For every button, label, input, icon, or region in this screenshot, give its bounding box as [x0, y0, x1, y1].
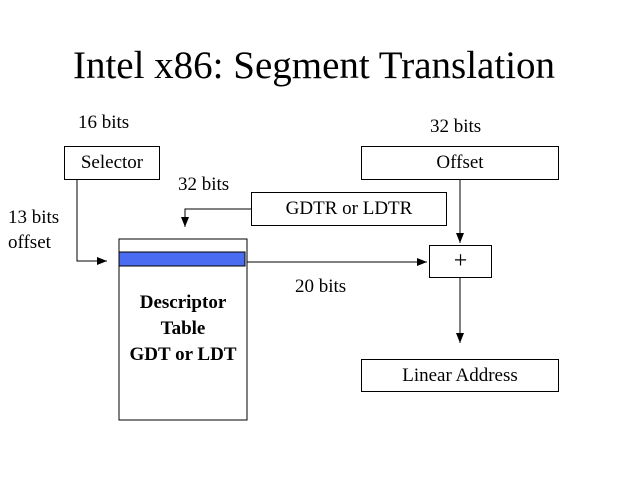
descriptor-label-line1: Descriptor — [139, 292, 227, 313]
descriptor-label-line2: Table — [160, 318, 206, 339]
descriptor-entry — [118, 251, 246, 267]
descriptor-table — [118, 238, 248, 421]
table-bits-label: 32 bits — [178, 174, 230, 195]
descriptor-label-line3: GDT or LDT — [129, 344, 237, 365]
offset-box: Offset — [361, 146, 559, 180]
selector-index-arrow — [76, 180, 107, 265]
adder-box: + — [429, 245, 492, 278]
selector-box: Selector — [64, 146, 160, 180]
gdtr-ldtr-box: GDTR or LDTR — [251, 192, 447, 226]
register-base-arrow — [181, 208, 251, 227]
linear-address-box: Linear Address — [361, 359, 559, 392]
offset-bits-label: 32 bits — [430, 116, 482, 137]
descriptor-table-label: Descriptor Table GDT or LDT — [119, 290, 247, 368]
index-offset-label: offset — [8, 232, 51, 253]
slide-title: Intel x86: Segment Translation — [72, 44, 556, 87]
selector-bits-label: 16 bits — [78, 112, 130, 133]
index-bits-label: 13 bits — [8, 207, 60, 228]
base-bits-label: 20 bits — [295, 276, 347, 297]
